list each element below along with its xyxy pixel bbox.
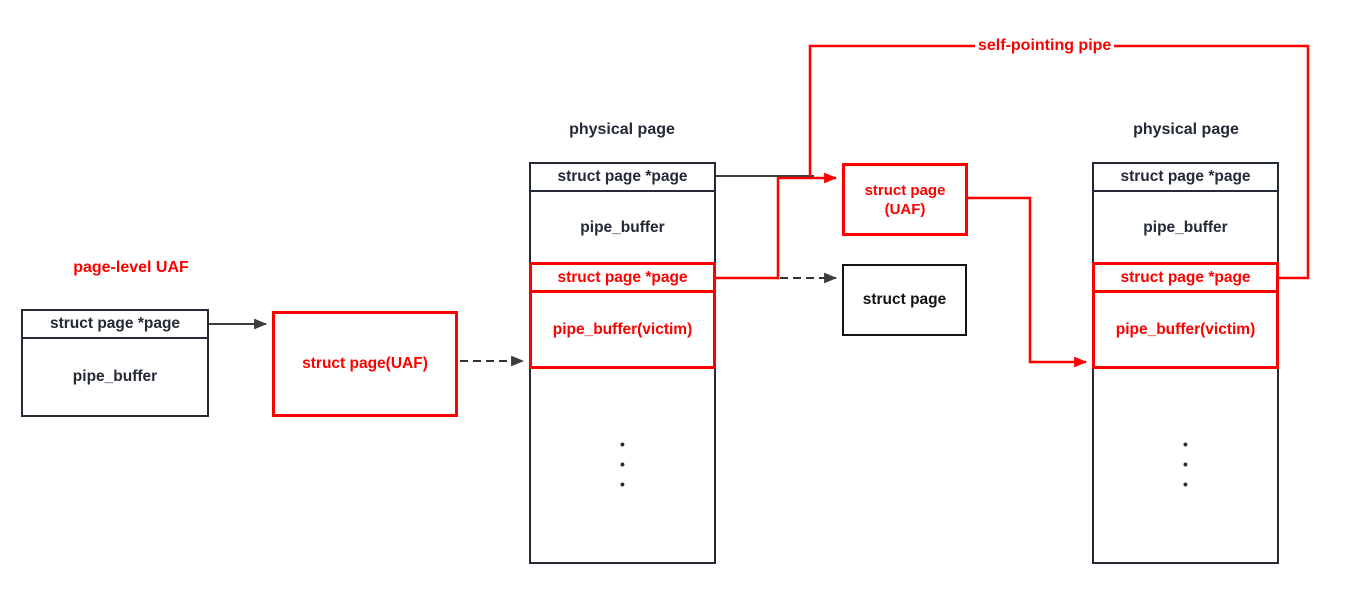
left-struct-page-uaf-box: struct page(UAF): [272, 311, 458, 417]
right-row-struct-page-ptr: struct page *page: [1092, 162, 1279, 192]
left-pipe-box: struct page *page pipe_buffer: [21, 309, 209, 417]
right-physical-page-title: physical page: [1133, 121, 1239, 138]
mid-row-pipe-buffer-victim: pipe_buffer(victim): [529, 290, 716, 369]
ellipsis-dot: •: [620, 436, 625, 452]
mid-empty-region: • • •: [529, 366, 716, 564]
right-empty-region: • • •: [1092, 366, 1279, 564]
ellipsis-dot: •: [1183, 436, 1188, 452]
mid-row-struct-page-ptr-red: struct page *page: [529, 262, 716, 293]
struct-page-uaf-box: struct page (UAF): [842, 163, 968, 236]
struct-page-uaf-line2: (UAF): [884, 200, 926, 218]
right-row-pipe-buffer-victim: pipe_buffer(victim): [1092, 290, 1279, 369]
mid-row-struct-page-ptr: struct page *page: [529, 162, 716, 192]
mid-physical-page-box: struct page *page pipe_buffer struct pag…: [529, 162, 716, 564]
red-line-midredrow-to-uafbox: [715, 172, 838, 280]
struct-page-uaf-line1: struct page: [864, 181, 946, 199]
self-pointing-pipe-label: self-pointing pipe: [975, 37, 1115, 55]
ellipsis-dot: •: [620, 456, 625, 472]
right-physical-page-box: struct page *page pipe_buffer struct pag…: [1092, 162, 1279, 564]
ellipsis-dot: •: [1183, 456, 1188, 472]
mid-row-pipe-buffer: pipe_buffer: [529, 190, 716, 265]
right-row-pipe-buffer: pipe_buffer: [1092, 190, 1279, 265]
mid-physical-page-title: physical page: [569, 121, 675, 138]
red-line-uafbox-to-rightvictim: [968, 196, 1088, 368]
ellipsis-dot: •: [1183, 476, 1188, 492]
page-level-uaf-label: page-level UAF: [73, 259, 189, 276]
right-row-struct-page-ptr-red: struct page *page: [1092, 262, 1279, 293]
left-pipe-box-row-pipe-buffer: pipe_buffer: [21, 337, 209, 417]
left-pipe-box-row-struct-page-ptr: struct page *page: [21, 309, 209, 339]
struct-page-box: struct page: [842, 264, 967, 336]
ellipsis-dot: •: [620, 476, 625, 492]
